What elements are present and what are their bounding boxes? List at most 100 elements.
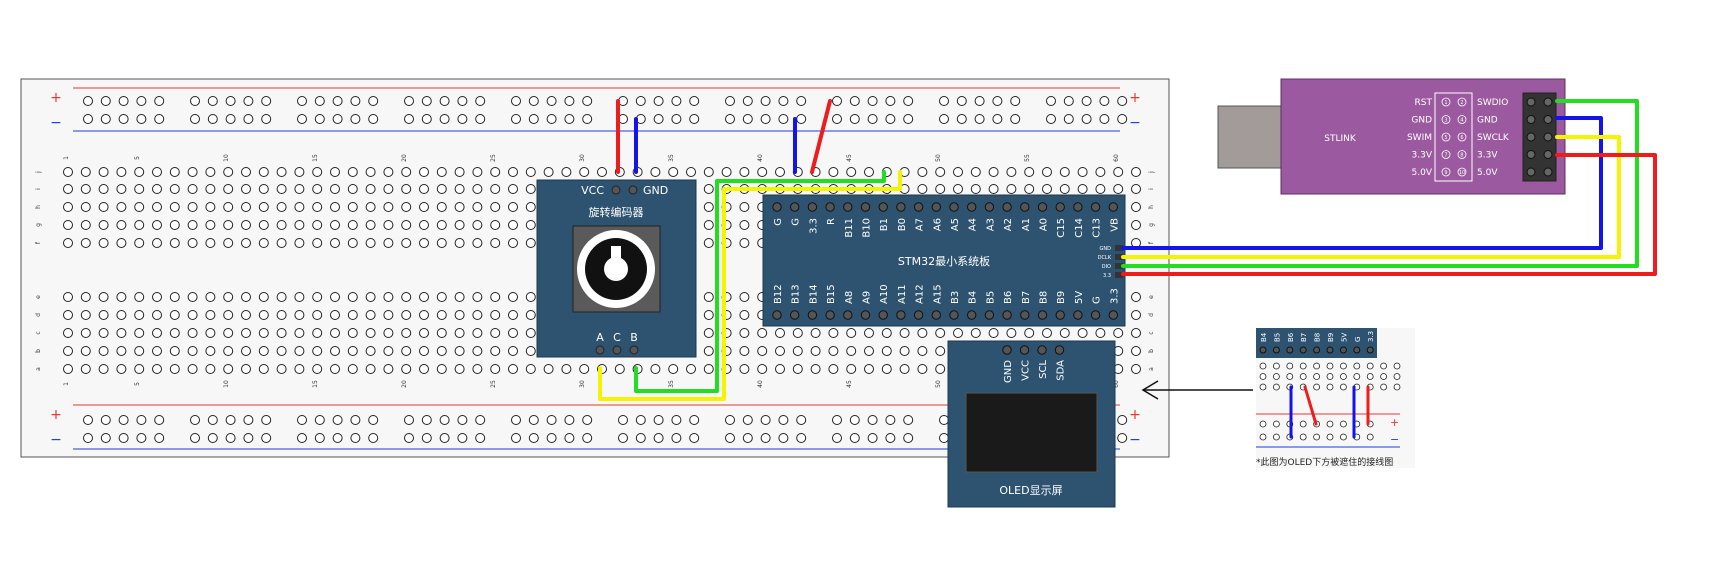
breadboard-hole [294,346,305,356]
row-letter-right: e [1148,295,1155,299]
rail-hole [546,114,557,124]
row-letter-left: a [35,367,42,371]
rail-hole [1046,114,1056,124]
inset-stm32-pin [1353,346,1361,354]
breadboard-hole [294,328,305,338]
breadboard-hole [686,167,696,177]
inset-pin-label: B9 [1327,333,1335,342]
rail-hole [778,433,789,443]
stm32-top-pin-label: B11 [844,218,855,238]
rail-hole [1010,96,1021,106]
breadboard-hole [864,167,874,177]
breadboard-hole [454,310,465,320]
breadboard-hole [312,292,323,302]
breadboard-hole [365,220,376,230]
row-letter-right: g [1148,223,1155,227]
rail-hole [671,114,682,124]
breadboard-hole [276,238,287,248]
row-letter-left: f [35,241,42,244]
breadboard-hole [508,328,518,338]
breadboard-hole [490,310,501,320]
rail-hole [457,96,468,106]
breadboard-hole [419,364,429,374]
breadboard-hole [899,346,910,356]
stlink-pin-table [1434,92,1473,182]
rail-hole [350,114,361,124]
rail-hole [225,114,236,124]
breadboard-hole [703,292,714,302]
breadboard-hole [508,292,518,302]
rail-minus-top-left: − [50,115,62,131]
stm32-top-pin [1055,202,1065,212]
inset-hole [1340,362,1347,370]
row-letter-right: h [1148,205,1155,209]
rail-hole [421,96,432,106]
breadboard-hole [134,310,145,320]
breadboard-hole [970,328,981,338]
row-letter-left: i [35,188,42,190]
breadboard-hole [187,346,198,356]
stm32-top-pin-label: B1 [879,218,890,231]
breadboard-hole [365,346,376,356]
rail-hole [635,96,646,106]
stm32-bottom-pin-label: B3 [950,291,961,304]
stlink-usb-plug [1217,105,1282,169]
stm32-top-pin-label: A4 [968,218,979,231]
breadboard-hole [276,202,287,212]
breadboard-hole [1077,184,1088,194]
encoder-pin-c [612,345,622,355]
stm32-top-pin [1020,202,1030,212]
rail-hole [778,114,789,124]
breadboard-hole [525,364,536,374]
breadboard-hole [223,310,234,320]
stlink-pin-circle [1457,132,1467,142]
breadboard-hole [223,364,234,374]
rail-hole [939,114,949,124]
inset-hole [1313,383,1320,391]
breadboard-hole [98,292,109,302]
stlink-right-label: GND [1477,116,1498,126]
breadboard-hole [80,328,91,338]
encoder-title: 旋转编码器 [589,205,644,219]
rail-hole [796,433,807,443]
breadboard-hole [223,184,234,194]
inset-pin-label: B8 [1314,333,1322,342]
inset-rail-hole [1259,420,1267,428]
rail-hole [332,433,343,443]
rail-hole [511,433,521,443]
breadboard-hole [98,238,109,248]
stm32-top-pin [843,202,853,212]
breadboard-hole [258,364,269,374]
stlink-left-num: 3 [1444,118,1447,124]
rail-hole [457,114,468,124]
rail-hole [582,415,593,425]
breadboard-hole [205,328,216,338]
inset-pin-label: G [1354,337,1362,342]
rail-hole [243,433,254,443]
inset-rail-hole [1366,433,1374,441]
breadboard-hole [739,167,750,177]
breadboard-hole [1131,184,1141,194]
breadboard-hole [258,184,269,194]
breadboard-hole [419,167,429,177]
rail-hole [974,96,985,106]
rail-hole [136,433,147,443]
breadboard-hole [739,364,750,374]
rail-hole [332,415,343,425]
encoder-vcc-label: VCC [581,184,604,197]
breadboard-hole [80,220,91,230]
oled-pin [1019,345,1030,355]
breadboard-hole [1113,184,1124,194]
breadboard-hole [116,346,127,356]
stm32-top-pin-label: VB [1109,218,1120,232]
rail-hole [154,433,165,443]
breadboard-hole [1131,220,1141,230]
row-letter-right: j [1148,171,1155,174]
stm32-top-pin-label: R [826,218,837,225]
breadboard-hole [258,346,269,356]
breadboard-hole [383,184,394,194]
breadboard-hole [490,328,501,338]
stm32-top-pin-label: G [773,218,784,226]
